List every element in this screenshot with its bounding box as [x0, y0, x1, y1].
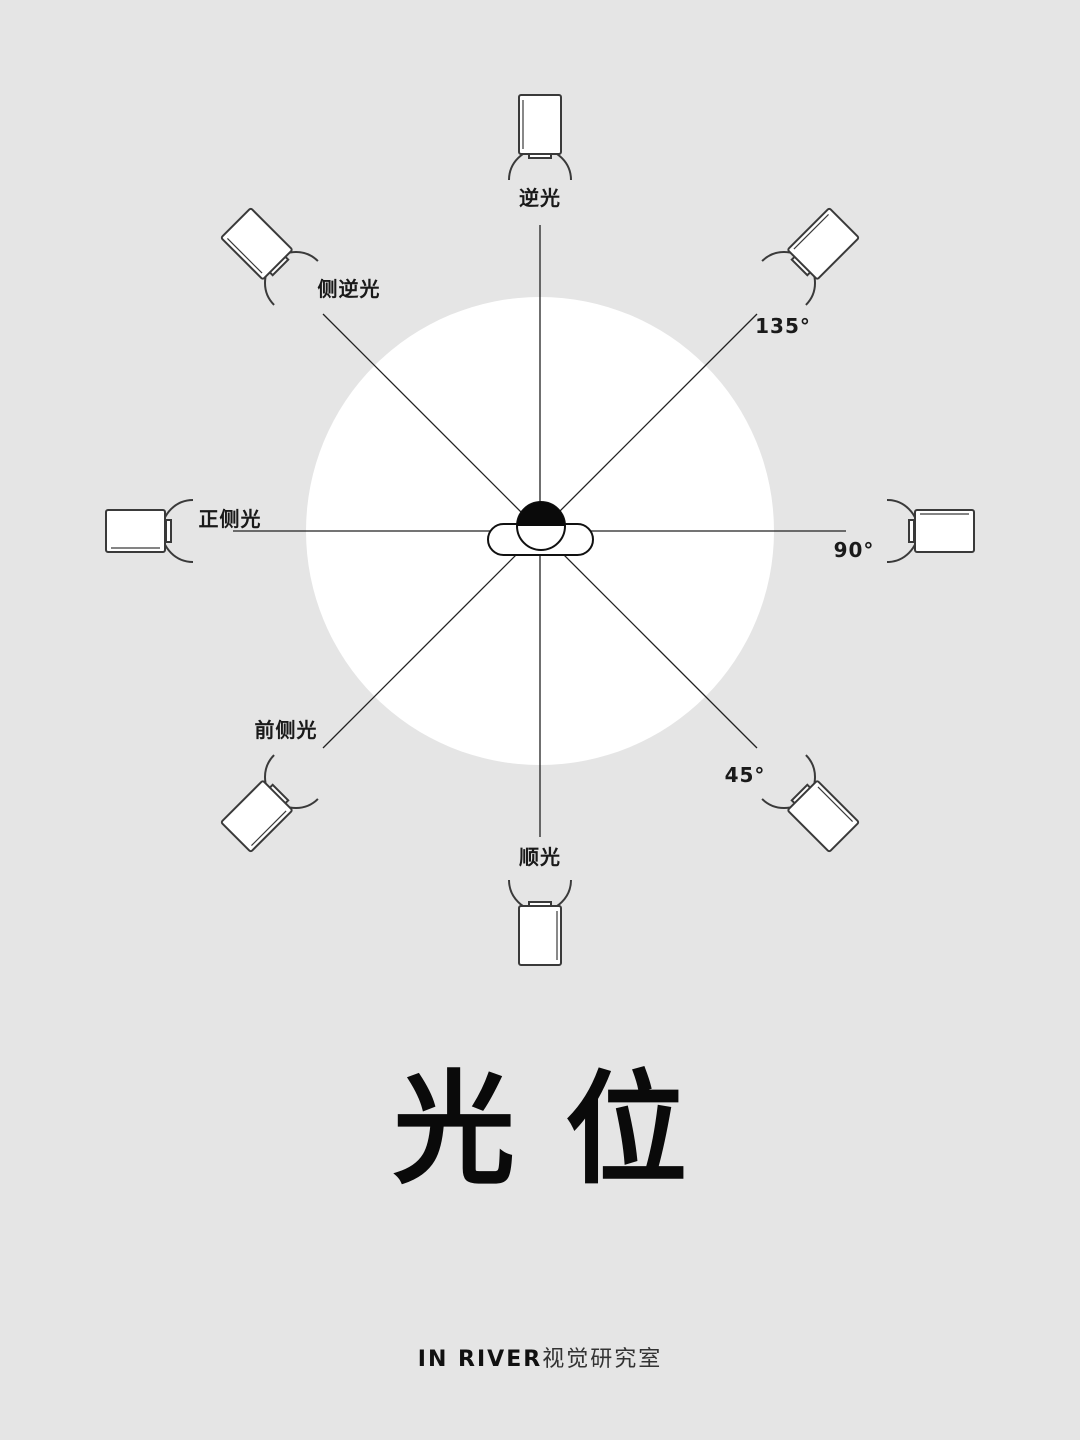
label-135-deg: 135° [755, 314, 811, 338]
label-45-deg: 45° [725, 763, 766, 787]
page-title: 光位 [393, 1059, 737, 1201]
lighting-position-diagram: 逆光 侧逆光 正侧光 前侧光 顺光 45° 90° 135° [105, 94, 975, 966]
lamp-back-icon [508, 94, 572, 181]
label-front: 顺光 [519, 845, 561, 869]
footer-credit: IN RIVER视觉研究室 [0, 1344, 1080, 1376]
label-back: 逆光 [519, 186, 561, 210]
footer-studio: 视觉研究室 [542, 1347, 663, 1372]
lamp-90-icon [886, 499, 975, 563]
lamp-front-side-icon [220, 754, 319, 853]
footer-brand: IN RIVER [417, 1347, 543, 1372]
label-front-side: 前侧光 [255, 718, 318, 742]
lamp-side-icon [105, 499, 194, 563]
lamp-45-icon [761, 754, 860, 853]
lamp-side-back-icon [220, 207, 319, 306]
subject-icon [487, 501, 594, 556]
label-90-deg: 90° [834, 538, 875, 562]
lamp-135-icon [761, 207, 860, 306]
label-side-back: 侧逆光 [318, 277, 381, 301]
label-side: 正侧光 [199, 507, 262, 531]
lamp-front-icon [508, 879, 572, 966]
